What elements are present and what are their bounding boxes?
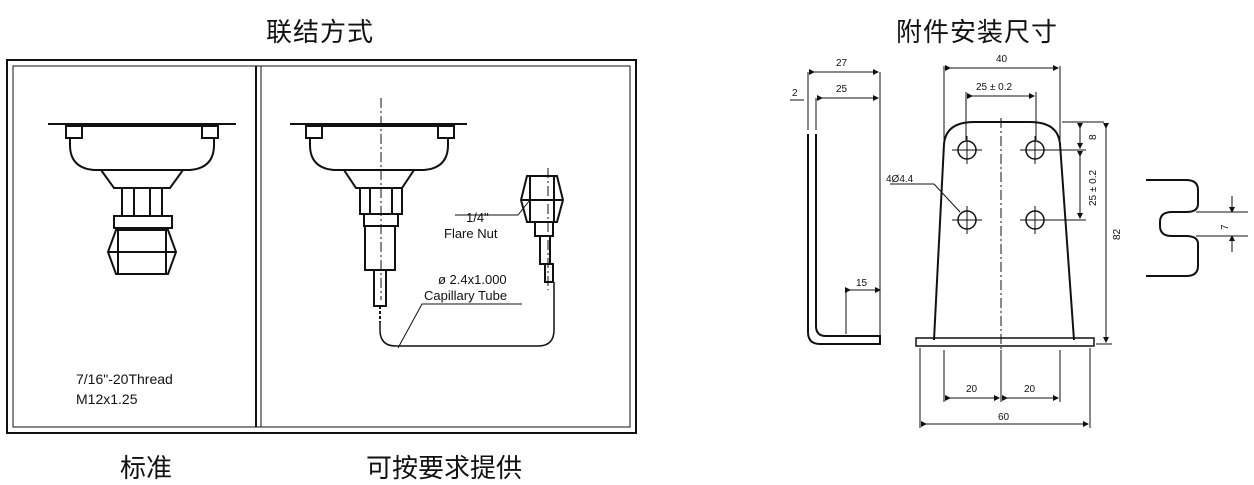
standard-caption: 标准 [120,454,173,484]
dim-side-foot: 15 [856,278,868,289]
bracket-front-view [890,65,1112,428]
connection-frame [6,59,637,434]
accessory-title: 附件安装尺寸 [896,18,1059,48]
thread-label-2: M12x1.25 [76,391,138,407]
dim-front-top: 40 [996,54,1008,65]
tube-label-2: Capillary Tube [424,288,507,303]
flare-label-1: 1/4" [466,210,489,225]
thread-label-1: 7/16"-20Thread [76,371,173,387]
drawing-labels: 7/16"-20Thread M12x1.25 1/4" Flare Nut ø… [76,54,1231,423]
optional-fitting-drawing [290,98,565,349]
tube-label-1: ø 2.4x1.000 [438,272,507,287]
bracket-side-view [790,69,881,345]
dim-front-height: 82 [1112,228,1123,240]
dim-side-inner: 25 [836,84,848,95]
flare-label-2: Flare Nut [444,226,498,241]
dim-bottom-1: 20 [966,384,978,395]
dim-side-total: 27 [836,58,848,69]
dim-hole-dia: 4Ø4.4 [886,174,914,185]
dim-side-thk: 2 [792,88,798,99]
dim-slot-width: 7 [1220,224,1231,230]
dim-top-offset: 8 [1088,134,1099,140]
standard-fitting-drawing [48,123,236,275]
dim-hole-vspan: 25 ± 0.2 [1088,169,1099,206]
slot-detail [1146,179,1248,277]
dim-hole-span: 25 ± 0.2 [976,82,1013,93]
dim-bottom-2: 20 [1024,384,1036,395]
connection-title: 联结方式 [266,18,375,48]
on-request-caption: 可按要求提供 [366,454,523,484]
dim-base: 60 [998,412,1010,423]
